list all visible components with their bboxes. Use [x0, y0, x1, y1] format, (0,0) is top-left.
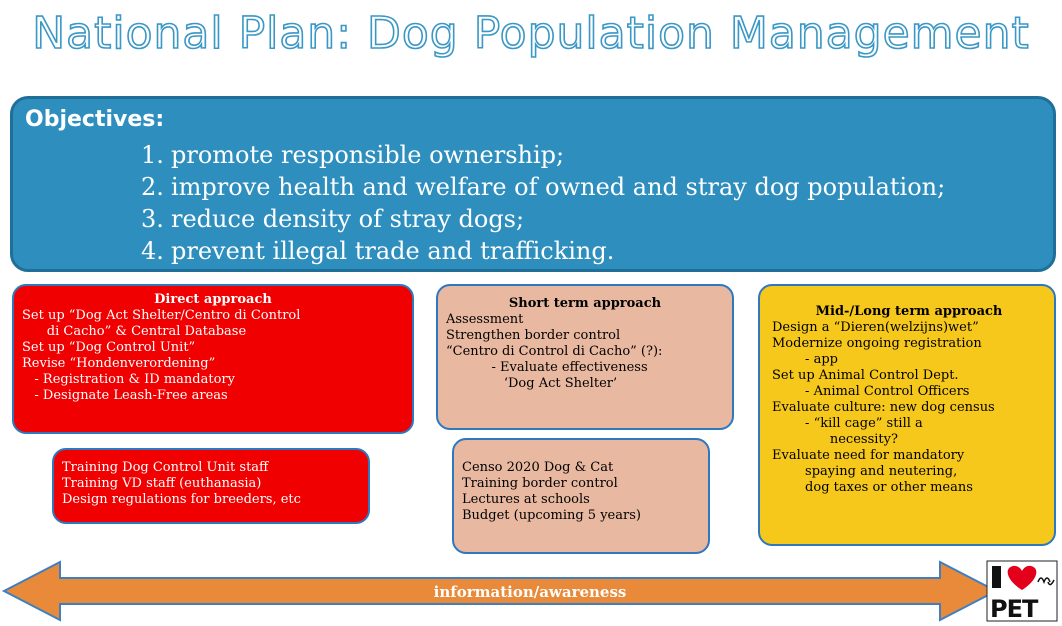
page-title: National Plan: Dog Population Management	[31, 7, 1030, 60]
direct-approach-line: di Cacho” & Central Database	[22, 324, 247, 339]
direct-approach-line: Set up “Dog Control Unit”	[22, 340, 196, 355]
short-term-approach-line: Assessment	[446, 312, 524, 327]
logo-text: PET	[990, 595, 1038, 623]
mid-long-term-approach-line: spaying and neutering,	[772, 464, 958, 479]
training-line: Training Dog Control Unit staff	[62, 460, 269, 475]
direct-approach-line: Revise “Hondenverordening”	[22, 356, 216, 371]
census-box: Censo 2020 Dog & Cat Training border con…	[452, 438, 710, 554]
census-line: Budget (upcoming 5 years)	[462, 508, 641, 523]
arrow-label: information/awareness	[433, 583, 627, 601]
short-term-approach-box: Short term approach Assessment Strengthe…	[436, 284, 734, 430]
objective-number: 3.	[141, 205, 164, 233]
direct-approach-heading: Direct approach	[154, 292, 272, 307]
short-term-approach-line: - Evaluate effectiveness	[446, 360, 648, 375]
objective-item: 2.improve health and welfare of owned an…	[141, 171, 945, 203]
logo-i-letter	[992, 566, 1001, 588]
mid-long-term-approach-line: - “kill cage” still a	[772, 416, 923, 431]
mid-long-term-approach-line: Set up Animal Control Dept.	[772, 368, 959, 383]
mid-long-term-approach-box: Mid-/Long term approach Design a “Dieren…	[758, 284, 1056, 546]
objective-number: 4.	[141, 237, 164, 265]
direct-approach-line: - Designate Leash-Free areas	[22, 388, 228, 403]
direct-approach-line: - Registration & ID mandatory	[22, 372, 235, 387]
training-line: Training VD staff (euthanasia)	[62, 476, 262, 491]
mid-long-term-approach-line: Design a “Dieren(welzijns)wet”	[772, 320, 979, 335]
logo-my-script	[1037, 577, 1055, 586]
objectives-heading: Objectives:	[25, 107, 165, 132]
census-line: Censo 2020 Dog & Cat	[462, 460, 614, 475]
mid-long-term-approach-line: Evaluate culture: new dog census	[772, 400, 995, 415]
objective-number: 1.	[141, 141, 164, 169]
short-term-approach-heading: Short term approach	[508, 296, 662, 311]
direct-approach-line: Set up “Dog Act Shelter/Centro di Contro…	[22, 308, 301, 323]
census-line: Training border control	[462, 476, 618, 491]
direct-approach-box: Direct approach Set up “Dog Act Shelter/…	[12, 284, 414, 434]
training-line: Design regulations for breeders, etc	[62, 492, 301, 507]
training-box: Training Dog Control Unit staff Training…	[52, 448, 370, 524]
short-term-approach-line: Strengthen border control	[446, 328, 621, 343]
objective-item: 1.promote responsible ownership;	[141, 139, 945, 171]
mid-long-term-approach-line: - Animal Control Officers	[772, 384, 970, 399]
i-love-my-pet-logo	[986, 560, 1058, 622]
short-term-approach-line: ‘Dog Act Shelter’	[446, 376, 618, 391]
mid-long-term-approach-line: dog taxes or other means	[772, 480, 973, 495]
short-term-approach-line: “Centro di Control di Cacho” (?):	[446, 344, 663, 359]
objective-text: promote responsible ownership;	[171, 141, 565, 169]
objective-text: reduce density of stray dogs;	[171, 205, 525, 233]
mid-long-term-approach-line: - app	[772, 352, 838, 367]
objective-item: 4.prevent illegal trade and trafficking.	[141, 235, 945, 267]
mid-long-term-approach-line: Modernize ongoing registration	[772, 336, 982, 351]
mid-long-term-approach-heading: Mid-/Long term approach	[815, 304, 1003, 319]
objective-item: 3.reduce density of stray dogs;	[141, 203, 945, 235]
objective-text: improve health and welfare of owned and …	[171, 173, 946, 201]
mid-long-term-approach-line: Evaluate need for mandatory	[772, 448, 965, 463]
objective-text: prevent illegal trade and trafficking.	[171, 237, 615, 265]
objectives-panel: Objectives: 1.promote responsible owners…	[10, 96, 1056, 272]
mid-long-term-approach-line: necessity?	[772, 432, 898, 447]
objective-number: 2.	[141, 173, 164, 201]
heart-icon	[1007, 565, 1037, 590]
objectives-list: 1.promote responsible ownership; 2.impro…	[141, 139, 945, 267]
census-line: Lectures at schools	[462, 492, 590, 507]
